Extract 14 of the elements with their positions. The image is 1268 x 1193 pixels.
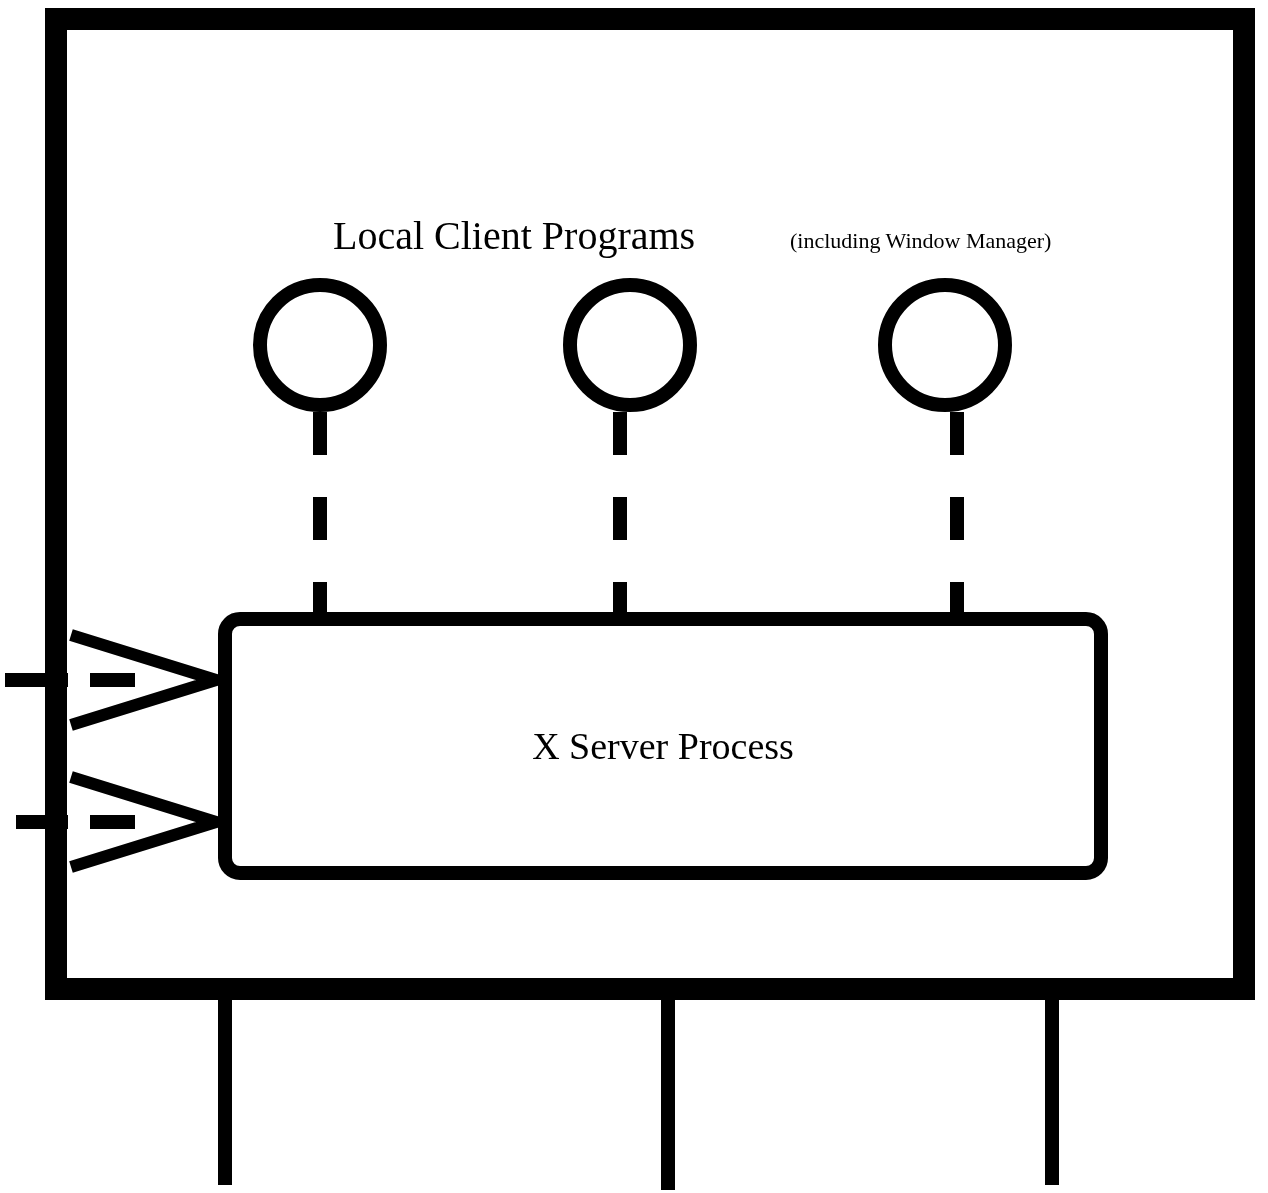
system-box — [45, 8, 1255, 1000]
dashed-connector — [313, 412, 327, 612]
client-circle — [878, 278, 1012, 412]
dashed-connector — [613, 412, 627, 612]
network-line — [218, 1000, 232, 1185]
node-label: X Server Process — [532, 724, 794, 768]
process-box — [218, 612, 1108, 880]
caption-label: (including Window Manager) — [790, 228, 1052, 254]
dashed-connector — [950, 412, 964, 612]
caption-label: Local Client Programs — [333, 212, 696, 259]
network-line — [1045, 1000, 1059, 1185]
client-circle — [563, 278, 697, 412]
client-circle — [253, 278, 387, 412]
network-line — [661, 1000, 675, 1190]
